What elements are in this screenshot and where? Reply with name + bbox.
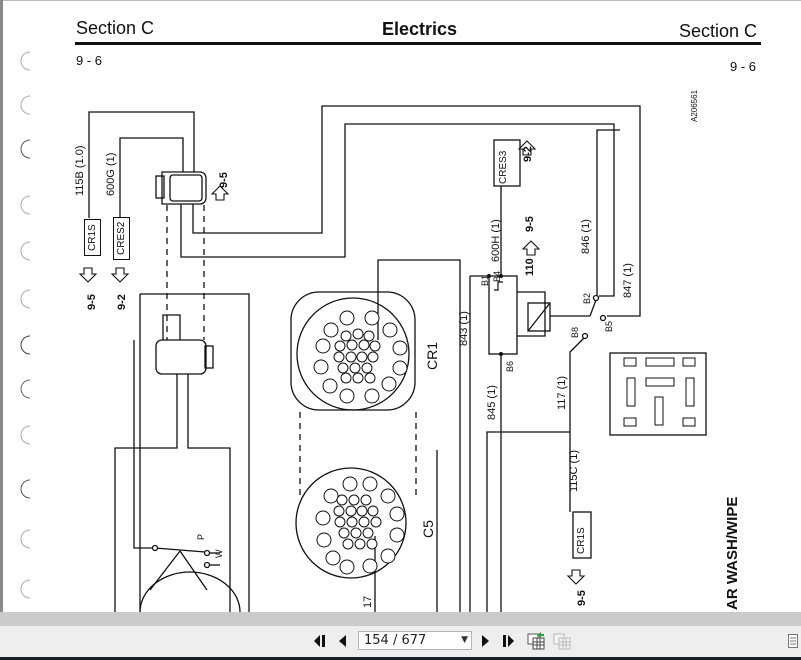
page-forward-icon xyxy=(553,633,571,650)
pin-b2: B2 xyxy=(582,292,592,304)
pin-p: P xyxy=(196,533,206,540)
document-viewport: Section C Electrics Section C 9 - 6 9 - … xyxy=(0,0,801,612)
previous-page-icon xyxy=(339,635,346,647)
page-number-select[interactable]: 154 / 677 ▼ xyxy=(358,631,472,650)
horizontal-scrollbar[interactable] xyxy=(0,612,801,626)
next-page-icon xyxy=(482,635,489,647)
wire-label-115b: 115B (1.0) xyxy=(74,145,86,196)
wire-label-845: 845 (1) xyxy=(486,385,498,420)
header-section-left: Section C xyxy=(76,18,155,38)
menu-icon xyxy=(788,634,798,648)
top-border xyxy=(0,0,801,1)
wire-label-17: 17 xyxy=(362,595,374,608)
header-section-right: Section C xyxy=(679,21,758,41)
box-cres3: CRES3 xyxy=(498,150,509,184)
wire-label-117: 117 (1) xyxy=(556,375,568,410)
pin-b4: B4 xyxy=(492,270,502,282)
pin-b1: B1 xyxy=(480,274,490,286)
pin-b6: B6 xyxy=(505,360,515,372)
ref-cr1s-left: 9-5 xyxy=(86,294,98,310)
wire-label-115c: 115C (1) xyxy=(568,450,580,492)
page-forward-button[interactable] xyxy=(553,632,571,650)
ref-110: 9-5 xyxy=(524,216,536,232)
page-number-left: 9 - 6 xyxy=(76,53,103,68)
wire-label-846: 846 (1) xyxy=(580,219,592,254)
page-back-button[interactable] xyxy=(527,632,545,650)
taskbar-edge xyxy=(0,657,801,660)
box-cr1s-right: CR1S xyxy=(576,527,587,554)
pin-w: W xyxy=(214,549,224,559)
box-cr1s-left: CR1S xyxy=(84,219,101,256)
binder-holes xyxy=(20,51,31,599)
connector-label-c5: C5 xyxy=(420,520,436,538)
last-page-icon xyxy=(503,635,514,647)
first-page-icon xyxy=(314,635,325,647)
wire-label-600h: 600H (1) xyxy=(490,219,502,262)
ref-cres3: 9-2 xyxy=(522,146,534,162)
figure-id: A206561 xyxy=(690,89,699,122)
wire-label-843: 843 (1) xyxy=(458,311,470,346)
page-back-icon xyxy=(527,632,545,650)
left-border xyxy=(0,0,3,612)
header-title: Electrics xyxy=(382,19,458,39)
navigation-toolbar: 154 / 677 ▼ xyxy=(0,626,801,657)
ref-connector: 9-5 xyxy=(218,172,230,188)
first-page-button[interactable] xyxy=(310,632,328,650)
box-cres2: CRES2 xyxy=(113,216,130,260)
ref-cr1s-right: 9-5 xyxy=(576,590,588,606)
wire-label-847: 847 (1) xyxy=(622,263,634,298)
next-page-button[interactable] xyxy=(477,632,495,650)
last-page-button[interactable] xyxy=(500,632,518,650)
wire-label-110: 110 xyxy=(524,258,536,276)
diagram-title: AR WASH/WIPE xyxy=(724,496,741,610)
wire-label-600g: 600G (1) xyxy=(105,152,117,196)
menu-button[interactable] xyxy=(786,632,800,650)
page-number-value: 154 / 677 xyxy=(364,633,427,648)
page-number-right: 9 - 6 xyxy=(730,59,757,74)
connector-label-cr1: CR1 xyxy=(424,341,440,370)
header-rule xyxy=(75,42,761,45)
pin-b8: B8 xyxy=(570,326,580,338)
wiring-diagram xyxy=(20,51,707,612)
pin-b5: B5 xyxy=(604,320,614,332)
previous-page-button[interactable] xyxy=(333,632,351,650)
ref-cres2: 9-2 xyxy=(116,294,128,310)
dropdown-arrow-icon: ▼ xyxy=(461,635,468,645)
